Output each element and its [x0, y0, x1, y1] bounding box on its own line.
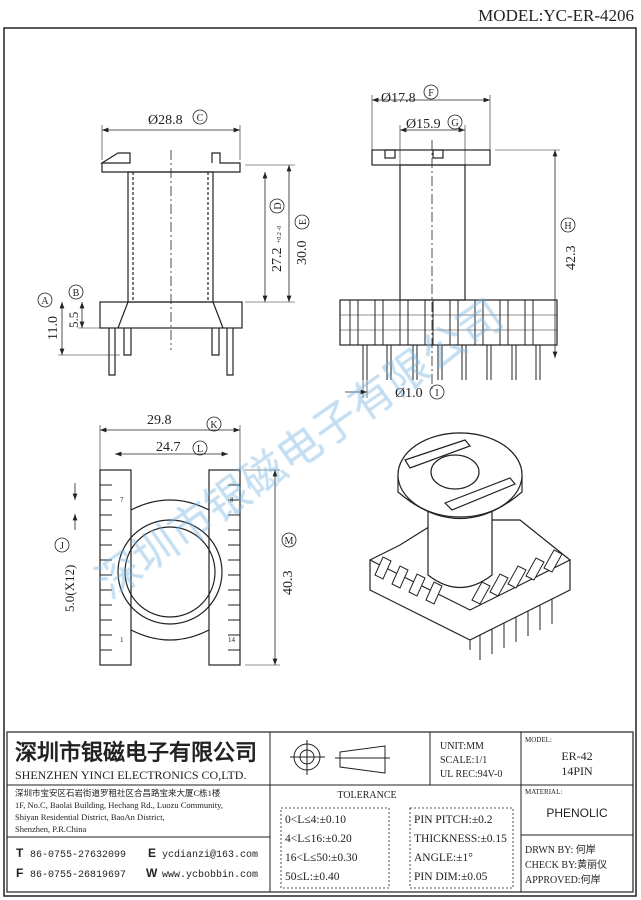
pin-label: 7: [120, 496, 124, 504]
dim-c: Ø28.8: [148, 113, 183, 128]
dim-d: 27.2: [270, 248, 285, 273]
fax-label: F: [16, 866, 23, 880]
pin-label: 14: [228, 636, 236, 644]
pin-label: 1: [120, 636, 124, 644]
model-title: MODEL:YC-ER-4206: [478, 6, 634, 25]
tag-c: C: [197, 113, 204, 124]
drawn-by: DRWN BY: 何岸: [525, 843, 596, 856]
phone: 86-0755-27632099: [30, 850, 126, 861]
email: ycdianzi@163.com: [162, 849, 258, 861]
address-en-line: 1F, No.C, Baolai Building, Hechang Rd., …: [15, 800, 223, 810]
tag-k: K: [210, 420, 218, 431]
dim-f: Ø17.8: [381, 91, 416, 106]
company-name-en: SHENZHEN YINCI ELECTRONICS CO,LTD.: [15, 768, 246, 782]
isometric-view: [369, 432, 571, 660]
dim-i: Ø1.0: [395, 386, 423, 401]
tag-l: L: [197, 444, 203, 455]
tolerance-title: TOLERANCE: [337, 790, 396, 801]
tag-h: H: [564, 221, 571, 232]
dim-k: 29.8: [147, 413, 172, 428]
tolerance-item: PIN PITCH:±0.2: [414, 814, 493, 826]
website: www.ycbobbin.com: [162, 869, 258, 881]
dim-g: Ø15.9: [406, 117, 441, 132]
phone-label: T: [16, 846, 24, 860]
material-label: MATERIAL:: [525, 788, 562, 796]
ul-rating: UL REC:94V-0: [440, 769, 502, 780]
tolerance-item: 4<L≤16:±0.20: [285, 833, 352, 845]
address-cn: 深圳市宝安区石岩街道罗租社区合昌路宝来大厦C栋1楼: [15, 788, 221, 798]
side-view: [339, 84, 576, 400]
material-value: PHENOLIC: [546, 806, 608, 820]
model-value: ER-42: [561, 749, 592, 763]
fax: 86-0755-26819697: [30, 870, 126, 881]
tolerance-item: PIN DIM:±0.05: [414, 871, 488, 883]
model-label: MODEL:: [525, 736, 552, 744]
tag-i: I: [435, 388, 438, 399]
company-name-cn: 深圳市银磁电子有限公司: [15, 740, 257, 765]
email-label: E: [148, 846, 156, 860]
checked-by: CHECK BY:黄丽仪: [525, 858, 607, 871]
tag-m: M: [285, 536, 294, 547]
pin-count: 14PIN: [561, 764, 593, 778]
address-en-line: Shiyan Residential District, BaoAn Distr…: [15, 812, 165, 822]
dim-l: 24.7: [156, 440, 181, 455]
tag-f: F: [428, 88, 434, 99]
tolerance-item: 16<L≤50:±0.30: [285, 852, 358, 864]
sheet-border: [3, 27, 637, 897]
dim-a: 11.0: [46, 316, 61, 340]
tolerance-item: 0<L≤4:±0.10: [285, 814, 346, 826]
tag-j: J: [60, 541, 64, 552]
dim-e: 30.0: [295, 241, 310, 266]
tag-b: B: [73, 288, 80, 299]
tag-d: D: [273, 202, 284, 209]
unit: UNIT:MM: [440, 741, 484, 752]
tag-g: G: [451, 118, 458, 129]
title-block-text: 深圳市银磁电子有限公司 SHENZHEN YINCI ELECTRONICS C…: [15, 736, 608, 886]
dim-b: 5.5: [66, 312, 81, 328]
dim-d-tolerance: +0.2 -0: [277, 226, 283, 243]
tolerance-item: 50≤L:±0.40: [285, 871, 340, 883]
approved-by: APPROVED:何岸: [525, 873, 601, 886]
tolerance-item: ANGLE:±1°: [414, 852, 473, 864]
front-view: [37, 109, 310, 376]
dim-h: 42.3: [564, 246, 579, 271]
tolerance-item: THICKNESS:±0.15: [414, 833, 507, 845]
scale: SCALE:1/1: [440, 755, 487, 766]
tag-e: E: [298, 219, 309, 225]
address-en-line: Shenzhen, P.R.China: [15, 824, 87, 834]
dim-j: 5.0(X12): [62, 565, 77, 612]
tag-a: A: [41, 296, 49, 307]
pin-label: 8: [230, 496, 234, 504]
dim-m: 40.3: [281, 571, 296, 596]
web-label: W: [146, 866, 158, 880]
